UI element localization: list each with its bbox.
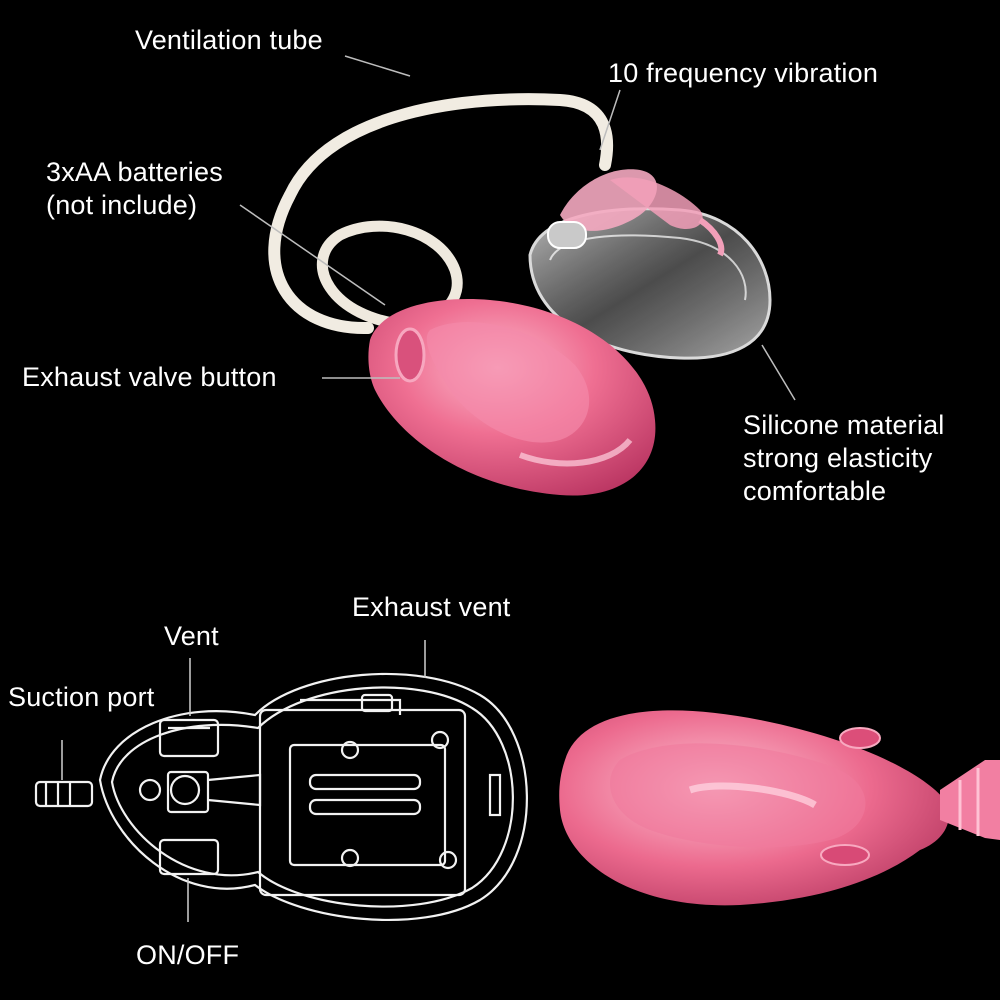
suction-port <box>34 780 94 808</box>
on-off-label: ON/OFF <box>136 940 240 970</box>
batteries-label-line1: 3xAA batteries <box>46 157 223 187</box>
batteries-label: 3xAA batteries (not include) <box>46 156 223 222</box>
on-off-switch <box>158 838 220 876</box>
vibrator-bullet <box>547 169 725 257</box>
batteries-label-line2: (not include) <box>46 190 198 220</box>
exhaust-vent <box>488 773 502 817</box>
ventilation-tube <box>268 93 614 335</box>
vent-label: Vent <box>164 621 219 651</box>
callout-lines-top <box>239 55 796 401</box>
suction-port-label: Suction port <box>8 682 155 712</box>
exhaust-vent-label: Exhaust vent <box>352 592 511 622</box>
silicone-label-line3: comfortable <box>743 476 887 506</box>
silicone-label-line2: strong elasticity <box>743 443 933 473</box>
frequency-vibration-label: 10 frequency vibration <box>608 58 879 88</box>
silicone-material-label: Silicone material strong elasticity comf… <box>743 409 944 508</box>
silicone-label-line1: Silicone material <box>743 410 945 440</box>
schematic-diagram <box>34 672 528 921</box>
callout-lines-bottom <box>61 640 426 922</box>
exhaust-valve-button <box>394 327 426 383</box>
ventilation-tube-label: Ventilation tube <box>135 25 323 55</box>
vent <box>158 718 220 758</box>
exhaust-valve-button-label: Exhaust valve button <box>22 362 277 392</box>
pump-handle <box>368 299 656 496</box>
pump-closeup <box>559 710 1000 906</box>
